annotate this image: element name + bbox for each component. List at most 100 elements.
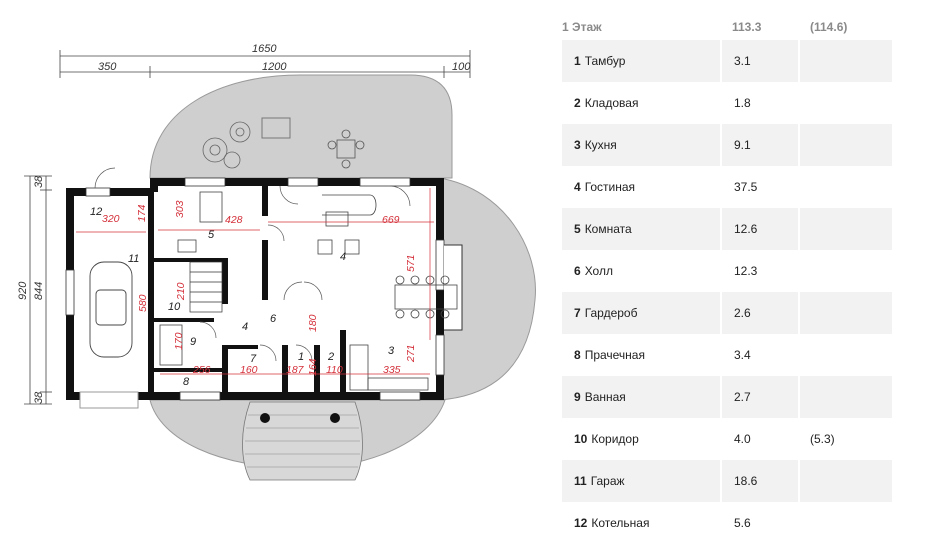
room-area-alt xyxy=(798,502,878,544)
room-area: 1.8 xyxy=(720,82,798,124)
dim-256: 256 xyxy=(192,364,211,376)
room-label-1: 1 xyxy=(298,351,304,363)
room-label-7: 7 xyxy=(250,353,257,365)
room-number: 6 xyxy=(574,264,581,278)
dim-left-width: 350 xyxy=(98,61,117,73)
table-header: 1 Этаж 113.3 (114.6) xyxy=(562,14,892,40)
room-label-12: 12 xyxy=(90,206,102,218)
room-area-alt xyxy=(798,292,878,334)
dim-164: 164 xyxy=(307,358,319,376)
dim-271: 271 xyxy=(405,344,417,363)
column-left xyxy=(260,413,270,423)
room-area-alt xyxy=(798,376,878,418)
room-number: 4 xyxy=(574,180,581,194)
room-number: 2 xyxy=(574,96,581,110)
room-label-5: 5 xyxy=(208,229,215,241)
room-label-3: 3 xyxy=(388,345,395,357)
room-area: 5.6 xyxy=(720,502,798,544)
dim-335: 335 xyxy=(383,364,401,376)
terrace-paving xyxy=(149,74,453,179)
column-right xyxy=(330,413,340,423)
room-name: Комната xyxy=(584,222,632,236)
dim-bottom-offset: 38 xyxy=(33,391,45,404)
room-number: 8 xyxy=(574,348,581,362)
dim-210: 210 xyxy=(175,282,187,301)
dim-174: 174 xyxy=(136,204,148,222)
room-number: 10 xyxy=(574,432,588,446)
garage-door xyxy=(79,391,139,409)
room-number: 3 xyxy=(574,138,581,152)
room-label-8: 8 xyxy=(183,376,190,388)
room-number: 11 xyxy=(574,474,587,488)
floor-plan: 1650 350 1200 100 920 844 38 38 12 11 5 … xyxy=(17,43,536,481)
dim-580: 580 xyxy=(137,294,149,312)
dim-428: 428 xyxy=(225,214,243,226)
room-label-4: 4 xyxy=(340,251,346,263)
dim-110: 110 xyxy=(326,364,343,376)
staircase xyxy=(189,261,223,313)
room-number: 7 xyxy=(574,306,581,320)
door-swings xyxy=(94,167,411,362)
floor-title: 1 Этаж xyxy=(562,20,732,34)
room-label-4b: 4 xyxy=(242,321,248,333)
room-number: 12 xyxy=(574,516,588,530)
floor-number: 1 xyxy=(562,20,569,34)
room-area: 3.4 xyxy=(720,334,798,376)
room-label-11: 11 xyxy=(128,253,139,265)
garden-paving-right xyxy=(439,177,536,401)
dim-total-height: 920 xyxy=(17,281,29,300)
room-area-alt xyxy=(798,166,878,208)
room-area: 18.6 xyxy=(720,460,798,502)
room-area: 12.3 xyxy=(720,250,798,292)
room-name: Кухня xyxy=(584,138,617,152)
dim-total-width: 1650 xyxy=(252,43,277,55)
floor-total-area-alt: (114.6) xyxy=(810,20,848,34)
room-area-alt xyxy=(798,82,878,124)
room-area-alt xyxy=(798,40,878,82)
terrace-table-icon xyxy=(327,129,365,169)
dim-inner-height: 844 xyxy=(33,282,45,300)
room-name: Прачечная xyxy=(584,348,645,362)
floor-total-area: 113.3 xyxy=(732,20,762,34)
garden-plants-icon xyxy=(202,121,251,169)
room-label-10: 10 xyxy=(168,301,181,313)
room-name: Коридор xyxy=(591,432,639,446)
room-area-alt xyxy=(798,334,878,376)
room-label-2: 2 xyxy=(327,351,334,363)
dim-160: 160 xyxy=(240,364,258,376)
room-number: 5 xyxy=(574,222,581,236)
room-area: 12.6 xyxy=(720,208,798,250)
room-name: Гостиная xyxy=(584,180,636,194)
dim-303: 303 xyxy=(174,200,186,218)
room-label-6: 6 xyxy=(270,313,277,325)
windows xyxy=(65,177,445,401)
room-area: 4.0 xyxy=(720,418,798,460)
dim-187: 187 xyxy=(286,364,305,376)
terrace-planter xyxy=(261,117,291,139)
room-area-alt xyxy=(798,124,878,166)
house-floor xyxy=(66,180,444,400)
room-number: 9 xyxy=(574,390,581,404)
room-name: Тамбур xyxy=(584,54,626,68)
dim-669: 669 xyxy=(382,214,400,226)
room-name: Гараж xyxy=(590,474,625,488)
room-area-alt xyxy=(798,208,878,250)
room-area: 37.5 xyxy=(720,166,798,208)
